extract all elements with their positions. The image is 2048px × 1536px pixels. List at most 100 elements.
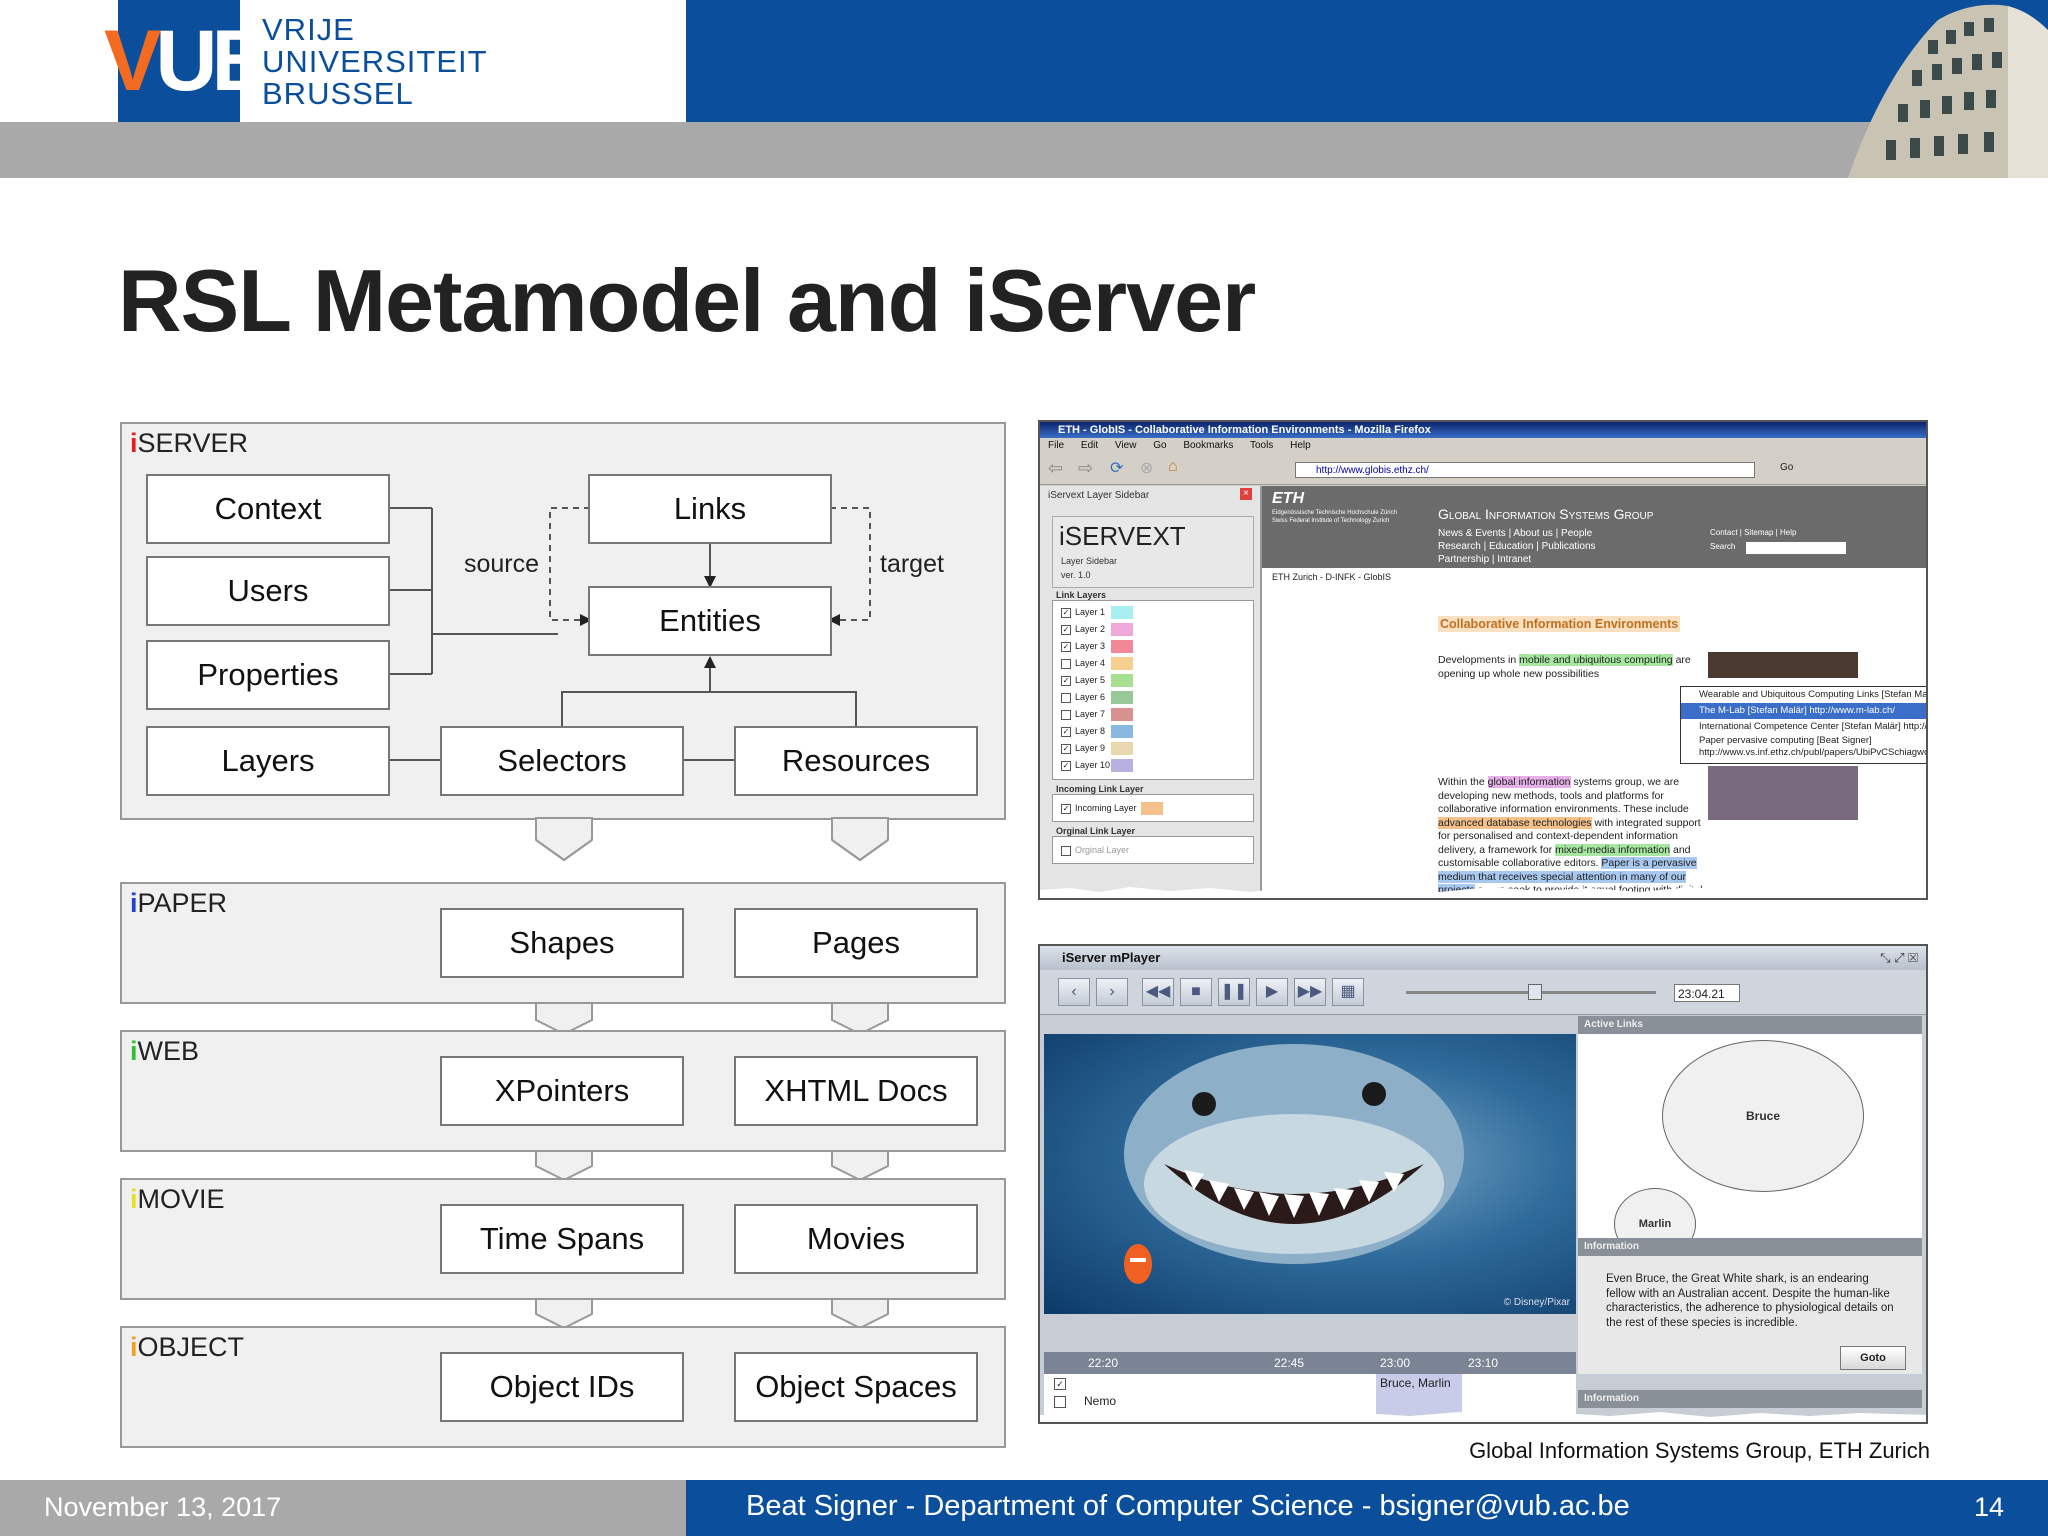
browser-screenshot: ETH - GlobIS - Collaborative Information… xyxy=(1038,420,1928,900)
box-movies: Movies xyxy=(734,1204,978,1274)
layer-checkbox[interactable] xyxy=(1061,709,1071,720)
layer-checkbox[interactable] xyxy=(1061,658,1071,669)
incoming-layer-checkbox[interactable]: ✓ xyxy=(1061,803,1071,814)
para2-link[interactable]: global information xyxy=(1487,776,1571,788)
window-controls-icon[interactable]: ⤡ ⤢ ☒ xyxy=(1880,950,1918,965)
grid-icon[interactable]: ▦ xyxy=(1332,978,1364,1006)
browser-url-field[interactable]: http://www.globis.ethz.ch/ xyxy=(1295,462,1755,478)
para2-text: systems group, we are developing new met… xyxy=(1438,776,1689,815)
layer-checkbox[interactable]: ✓ xyxy=(1061,726,1071,737)
prev-link-icon[interactable]: ‹ xyxy=(1058,978,1090,1006)
incoming-layer-title: Incoming Link Layer xyxy=(1056,784,1144,794)
para1-link[interactable]: mobile and ubiquitous computing xyxy=(1519,654,1673,666)
layer-row[interactable]: ✓Layer 10 xyxy=(1061,758,1110,772)
incoming-layer-name: Incoming Layer xyxy=(1075,803,1137,813)
nav-right-2: Search xyxy=(1710,542,1736,551)
layer-checkbox[interactable]: ✓ xyxy=(1061,641,1071,652)
iservext-logo-panel: iSERVEXT Layer Sidebar ver. 1.0 xyxy=(1052,516,1254,588)
timeline-tracks: ✓ Bruce, Marlin Nemo xyxy=(1044,1374,1576,1420)
box-links: Links xyxy=(588,474,832,544)
timeline-highlight xyxy=(1376,1374,1462,1420)
original-layer-checkbox[interactable] xyxy=(1061,845,1071,856)
layer-row[interactable]: ✓Layer 1 xyxy=(1061,605,1105,619)
layer-checkbox[interactable]: ✓ xyxy=(1061,607,1071,618)
layer-checkbox[interactable]: ✓ xyxy=(1061,743,1071,754)
page-heading: Collaborative Information Environments xyxy=(1438,616,1681,632)
information-header: Information xyxy=(1578,1238,1922,1256)
track-checkbox[interactable] xyxy=(1054,1396,1066,1408)
forward-icon[interactable]: ⇨ xyxy=(1078,458,1094,478)
layer-iobject-prefix: i xyxy=(130,1332,138,1362)
breadcrumb: ETH Zurich - D-INFK - GlobIS xyxy=(1272,572,1392,582)
sidebar-close-icon[interactable]: × xyxy=(1240,488,1252,500)
layer-checkbox[interactable]: ✓ xyxy=(1061,675,1071,686)
go-button[interactable]: Go xyxy=(1780,462,1794,473)
layer-row[interactable]: ✓Layer 2 xyxy=(1061,622,1105,636)
menu-view[interactable]: View xyxy=(1114,440,1137,451)
player-controls: ‹ › ◀◀ ■ ❚❚ ▶ ▶▶ ▦ 23:04.21 xyxy=(1040,970,1926,1015)
layer-row[interactable]: ✓Layer 5 xyxy=(1061,673,1105,687)
information-text: Even Bruce, the Great White shark, is an… xyxy=(1606,1273,1894,1329)
layer-checkbox[interactable]: ✓ xyxy=(1061,624,1071,635)
timeline-tick: 22:20 xyxy=(1088,1356,1119,1370)
menu-edit[interactable]: Edit xyxy=(1080,440,1099,451)
layer-row[interactable]: Layer 4 xyxy=(1061,656,1105,670)
layer-row[interactable]: ✓Layer 8 xyxy=(1061,724,1105,738)
menu-file[interactable]: File xyxy=(1048,440,1065,451)
layer-color-swatch xyxy=(1111,742,1133,755)
menu-help[interactable]: Help xyxy=(1290,440,1311,451)
home-icon[interactable]: ⌂ xyxy=(1168,458,1178,475)
label-source: source xyxy=(464,550,540,578)
rewind-icon[interactable]: ◀◀ xyxy=(1142,978,1174,1006)
stop-icon[interactable]: ⊗ xyxy=(1140,460,1154,477)
layer-checkbox[interactable]: ✓ xyxy=(1061,760,1071,771)
play-icon[interactable]: ▶ xyxy=(1256,978,1288,1006)
incoming-layer-row[interactable]: ✓ Incoming Layer xyxy=(1061,801,1137,815)
goto-button[interactable]: Goto xyxy=(1840,1346,1906,1370)
box-time-spans: Time Spans xyxy=(440,1204,684,1274)
back-icon[interactable]: ⇦ xyxy=(1048,458,1064,478)
stop-icon[interactable]: ■ xyxy=(1180,978,1212,1006)
track-checkbox[interactable]: ✓ xyxy=(1054,1378,1066,1390)
nav-line-3[interactable]: Partnership | Intranet xyxy=(1438,554,1532,565)
fast-forward-icon[interactable]: ▶▶ xyxy=(1294,978,1326,1006)
layer-imovie-name: MOVIE xyxy=(137,1184,225,1214)
para2-link[interactable]: mixed-media information xyxy=(1555,843,1671,856)
vub-logo-background xyxy=(118,0,240,122)
layer-checkbox[interactable] xyxy=(1061,692,1071,703)
layer-row[interactable]: Layer 7 xyxy=(1061,707,1105,721)
para1-text: are opening up whole new possibilities xyxy=(1438,654,1691,680)
browser-title-bar: ETH - GlobIS - Collaborative Information… xyxy=(1040,422,1926,438)
nav-right-1[interactable]: Contact | Sitemap | Help xyxy=(1710,528,1797,537)
layer-color-swatch xyxy=(1111,725,1133,738)
popup-item[interactable]: International Competence Center [Stefan … xyxy=(1699,721,1928,732)
pause-icon[interactable]: ❚❚ xyxy=(1218,978,1250,1006)
reload-icon[interactable]: ⟳ xyxy=(1110,460,1124,477)
next-link-icon[interactable]: › xyxy=(1096,978,1128,1006)
box-xpointers: XPointers xyxy=(440,1056,684,1126)
layer-row[interactable]: ✓ Layer 3 xyxy=(1061,639,1105,653)
incoming-layer-swatch xyxy=(1141,802,1163,815)
information-header-2: Information xyxy=(1578,1390,1922,1408)
layer-imovie-prefix: i xyxy=(130,1184,138,1214)
popup-item[interactable]: Wearable and Ubiquitous Computing Links … xyxy=(1699,689,1928,700)
original-layer-row[interactable]: Orginal Layer xyxy=(1061,843,1129,857)
para2-text: with integrated support for personalised… xyxy=(1438,816,1701,856)
menu-go[interactable]: Go xyxy=(1153,440,1167,451)
video-watermark: © Disney/Pixar xyxy=(1503,1297,1570,1308)
seek-slider-thumb[interactable] xyxy=(1528,984,1542,1000)
layer-name: Layer 3 xyxy=(1075,641,1106,651)
nav-line-2[interactable]: Research | Education | Publications xyxy=(1438,541,1596,552)
search-input[interactable] xyxy=(1746,542,1846,554)
para2-link[interactable]: advanced database technologies xyxy=(1438,816,1592,829)
menu-bookmarks[interactable]: Bookmarks xyxy=(1183,440,1234,451)
menu-tools[interactable]: Tools xyxy=(1249,440,1274,451)
group-name: Global Information Systems Group xyxy=(1438,506,1654,522)
popup-item-selected[interactable]: The M-Lab [Stefan Malär] http://www.m-la… xyxy=(1681,703,1926,719)
link-bubble-bruce[interactable]: Bruce xyxy=(1662,1040,1864,1192)
layer-row[interactable]: ✓Layer 9 xyxy=(1061,741,1105,755)
layer-row[interactable]: Layer 6 xyxy=(1061,690,1105,704)
popup-item[interactable]: Paper pervasive computing [Beat Signer] xyxy=(1699,735,1872,746)
nav-line-1[interactable]: News & Events | About us | People xyxy=(1438,528,1593,539)
popup-item-url[interactable]: http://www.vs.inf.ethz.ch/publ/papers/Ub… xyxy=(1699,747,1928,758)
